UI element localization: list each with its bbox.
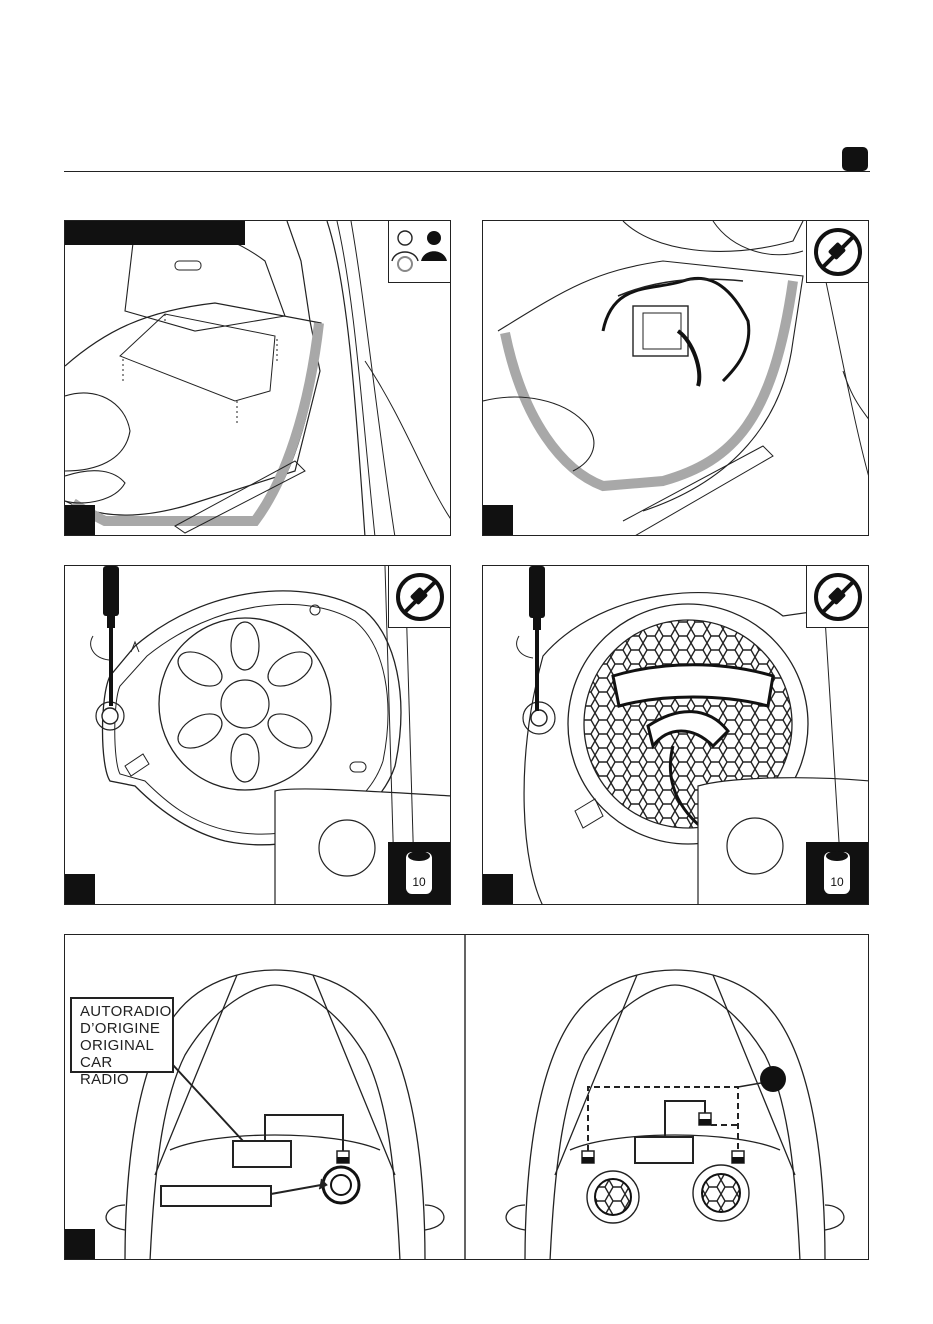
step-panel-2 [482,220,869,536]
step-number-badge [65,1229,95,1259]
unplug-icon [388,566,450,628]
driver-seat-icon [388,221,450,283]
socket-size-label: 10 [830,875,844,889]
header-rule [64,171,870,172]
step-title-bar [65,221,245,245]
socket-10mm-icon: 10 [388,842,450,904]
speaker-label-box [160,1185,272,1207]
step-panel-3: 10 [64,565,451,905]
step-panel-1 [64,220,451,536]
socket-size-label: 10 [412,875,426,889]
callout-en-line2: CAR RADIO [80,1054,164,1088]
step-number-badge [65,505,95,535]
car-wiring-diagram [65,935,869,1260]
step-panel-4: 10 [482,565,869,905]
socket-10mm-icon: 10 [806,842,868,904]
original-car-radio-callout: AUTORADIO D’ORIGINE ORIGINAL CAR RADIO [70,997,174,1073]
step-number-badge [483,505,513,535]
step-number-badge [65,874,95,904]
step-panel-5: AUTORADIO D’ORIGINE ORIGINAL CAR RADIO [64,934,869,1260]
callout-en-line1: ORIGINAL [80,1037,164,1054]
callout-fr-line2: D’ORIGINE [80,1020,164,1037]
unplug-icon [806,566,868,628]
unplug-icon [806,221,868,283]
step-number-badge [483,874,513,904]
callout-fr-line1: AUTORADIO [80,1003,164,1020]
page-number-badge [842,147,868,171]
